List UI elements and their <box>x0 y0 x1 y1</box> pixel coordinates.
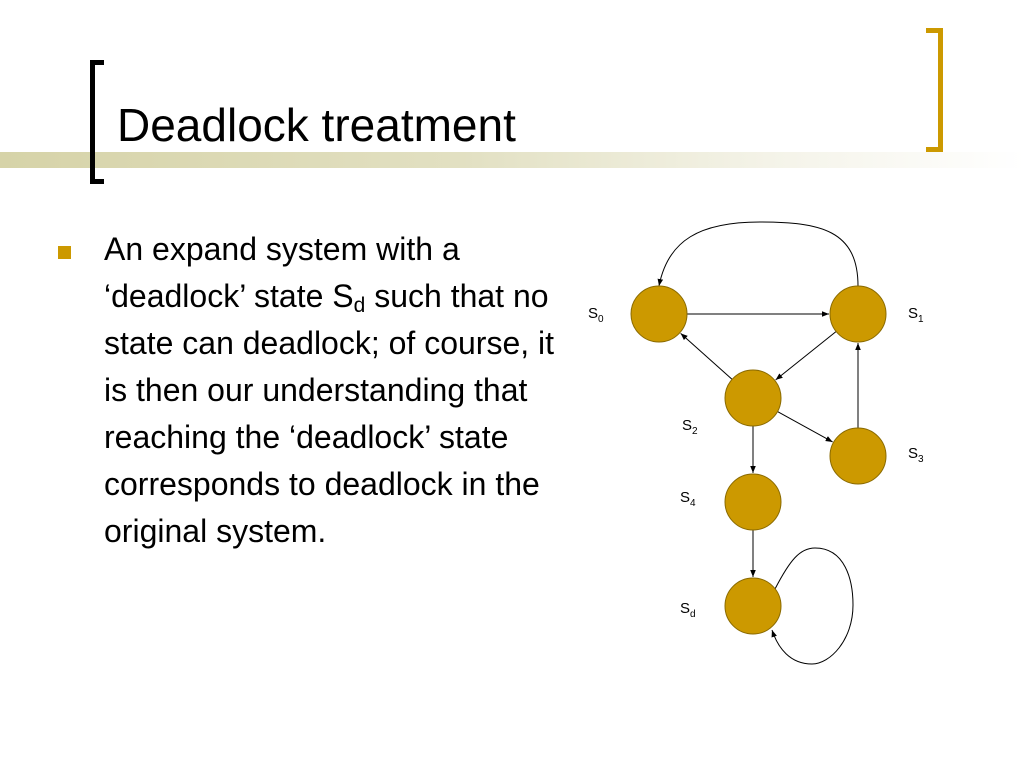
edge-s1-to-s2 <box>775 331 837 381</box>
node-label-s3: S3 <box>908 445 924 465</box>
edge-sd-to-sd <box>771 547 854 665</box>
title-underline-band <box>0 152 1024 168</box>
slide-title: Deadlock treatment <box>117 99 516 151</box>
node-label-sd: Sd <box>680 600 696 620</box>
bullet-text: An expand system with a ‘deadlock’ state… <box>104 226 564 555</box>
node-s1 <box>829 285 887 343</box>
node-label-s2: S2 <box>682 417 698 437</box>
node-s0 <box>630 285 688 343</box>
node-label-s4: S4 <box>680 489 696 509</box>
left-bracket-decoration <box>90 60 104 184</box>
bullet-square-icon <box>58 246 71 259</box>
node-label-s0: S0 <box>588 305 604 325</box>
bullet-text-part-2: such that no state can deadlock; of cour… <box>104 278 555 549</box>
bullet-subscript: d <box>353 294 366 317</box>
nodes <box>630 285 887 635</box>
edges <box>657 221 861 665</box>
bullet-text-part-1: An expand system with a ‘deadlock’ state… <box>104 231 460 314</box>
edge-s2-to-s3 <box>777 411 833 443</box>
node-s2 <box>724 369 782 427</box>
edge-s1-to-s0 <box>657 221 859 287</box>
right-bracket-decoration <box>926 28 943 152</box>
node-label-s1: S1 <box>908 305 924 325</box>
node-s4 <box>724 473 782 531</box>
edge-s2-to-s0 <box>680 332 733 380</box>
node-sd <box>724 577 782 635</box>
node-s3 <box>829 427 887 485</box>
